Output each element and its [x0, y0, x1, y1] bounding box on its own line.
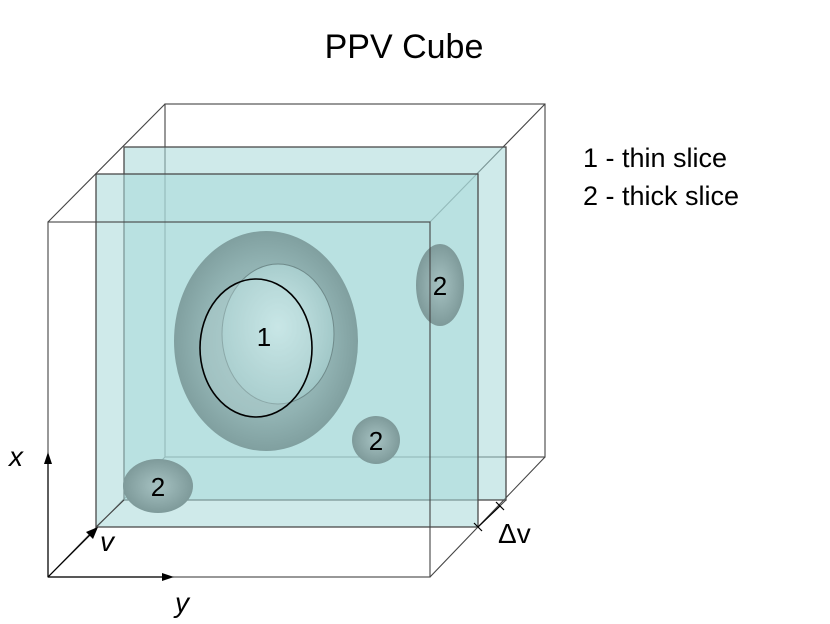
- axis-label-x: x: [7, 441, 24, 472]
- blob-label-middle-right: 2: [369, 426, 383, 456]
- axis-label-y: y: [173, 587, 191, 618]
- delta-v-tick: [477, 505, 501, 528]
- object-inner-rear-outline: [221, 263, 335, 405]
- axis-label-delta-v: Δv: [498, 518, 531, 549]
- slice-connector-left: [95, 499, 125, 528]
- blob-bottom-left: [123, 459, 193, 513]
- axis-v-arrowhead: [86, 527, 98, 539]
- title: PPV Cube: [325, 28, 484, 66]
- axis-label-v: v: [100, 526, 116, 557]
- object-thin-slice-outline: [199, 278, 313, 418]
- axis-x-arrowhead: [44, 452, 52, 464]
- axis-y-arrowhead: [162, 573, 174, 581]
- legend-item-thick: 2 - thick slice: [583, 181, 739, 211]
- legend-item-thin: 1 - thin slice: [583, 143, 727, 173]
- axis-v-line: [47, 532, 93, 578]
- delta-v-tick-cap-a: [473, 522, 483, 532]
- blob-label-center: 1: [257, 322, 271, 352]
- blob-label-top-right: 2: [433, 271, 447, 301]
- delta-v-tick-cap-b: [495, 501, 505, 511]
- blob-label-bottom-left: 2: [151, 472, 165, 502]
- blob-middle-right: [352, 416, 400, 464]
- blob-top-right: [416, 244, 464, 326]
- cube-front-face: [47, 221, 431, 578]
- cube-edge-bottom-right: [429, 456, 546, 578]
- cube-edge-top-left: [47, 103, 166, 223]
